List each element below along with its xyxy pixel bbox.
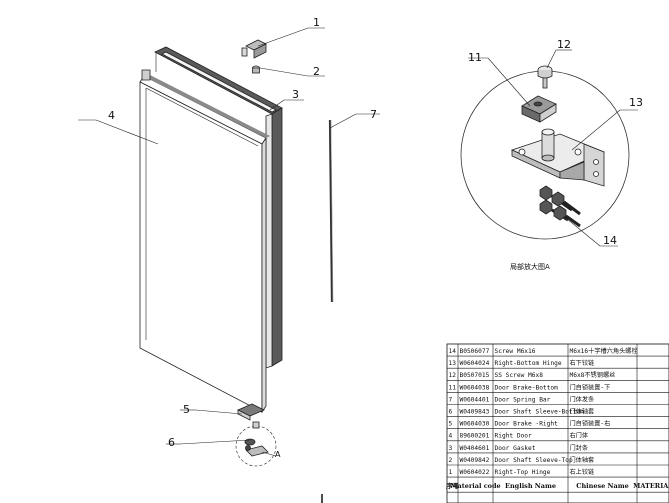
- ss-screw-m6x8: [537, 65, 553, 89]
- bom-cell-seq: 5: [449, 421, 453, 428]
- bom-cell-code: 89600201: [460, 433, 490, 440]
- detail-callout-13: 13: [629, 96, 643, 109]
- bom-cell-seq: 11: [449, 384, 457, 391]
- detail-callout-14: 14: [603, 234, 617, 247]
- callout-6: 6: [168, 436, 175, 449]
- detail-caption: 局部放大图A: [510, 262, 550, 271]
- bom-cell-seq: 7: [449, 396, 453, 403]
- top-shaft-sleeve: [252, 65, 260, 74]
- bom-header-1: Material code: [450, 482, 500, 490]
- bom-cell-code: W0604024: [460, 360, 490, 367]
- door-spring-bar: [328, 119, 334, 303]
- detail-callout-12: 12: [557, 38, 571, 51]
- bom-cell-cn: 门自锁装置-右: [570, 420, 611, 428]
- bom-cell-seq: 3: [449, 445, 453, 452]
- bom-cell-cn: 门体发条: [570, 395, 595, 403]
- bom-cell-code: W0604401: [460, 396, 490, 403]
- bom-cell-en: Door Brake-Bottom: [495, 384, 559, 391]
- screws-m6x16: [539, 185, 581, 228]
- bottom-hinge-detail-a: [235, 421, 277, 467]
- bom-cell-en: Door Shaft Sleeve-Bottom: [495, 409, 585, 416]
- bom-cell-cn: M6x16十字槽六角头螺栓: [570, 347, 638, 355]
- detail-callout-11: 11: [468, 51, 482, 64]
- bom-cell-seq: 12: [449, 372, 457, 379]
- bom-cell-code: B0506077: [460, 348, 490, 355]
- bom-cell-en: Right-Bottom Hinge: [495, 360, 562, 367]
- bom-header-4: MATERIAL: [633, 482, 669, 490]
- callout-7: 7: [370, 108, 377, 121]
- callout-1: 1: [313, 16, 320, 29]
- bom-cell-cn: 门自锁装置-下: [570, 383, 611, 391]
- detail-view-a: 11 12 13 14 局部放大图A: [460, 38, 643, 271]
- door-gasket: [154, 46, 283, 369]
- door-brake-right: [237, 403, 265, 421]
- bom-cell-code: W0604030: [460, 421, 490, 428]
- bom-cell-cn: 右上铰链: [570, 468, 596, 476]
- bom-cell-seq: 6: [449, 409, 453, 416]
- bom-cell-code: W0409842: [460, 457, 490, 464]
- bom-cell-code: W0604038: [460, 384, 490, 391]
- bom-header-0: 序号: [445, 481, 460, 490]
- bom-cell-en: Right Door: [495, 433, 533, 440]
- bom-cell-en: SS Screw M6x8: [495, 372, 544, 379]
- bom-cell-code: W0409843: [460, 409, 490, 416]
- door-assembly: [139, 39, 334, 467]
- bom-cell-en: Screw M6x16: [495, 348, 536, 355]
- right-door: [139, 69, 270, 414]
- bom-cell-cn: M6x8不锈钢螺丝: [570, 371, 616, 379]
- callout-a: A: [275, 450, 281, 459]
- bom-cell-seq: 14: [449, 348, 457, 355]
- bom-cell-cn: 门体轴套: [570, 456, 595, 464]
- callout-3: 3: [292, 88, 299, 101]
- bom-cell-seq: 13: [449, 360, 457, 367]
- top-hinge: [241, 39, 267, 59]
- bom-cell-en: Door Spring Bar: [495, 396, 551, 403]
- callout-4: 4: [108, 109, 115, 122]
- bom-cell-seq: 2: [449, 457, 453, 464]
- bom-cell-cn: 右门体: [570, 432, 589, 440]
- bom-cell-en: Right-Top Hinge: [495, 469, 551, 476]
- bom-cell-en: Door Brake -Right: [495, 421, 559, 428]
- right-bottom-hinge: [510, 128, 606, 187]
- bom-cell-seq: 1: [449, 469, 453, 476]
- bom-cell-code: B0507015: [460, 372, 490, 379]
- callouts: 1 2 3 4 5 6 7 A: [108, 16, 377, 459]
- bom-cell-cn: 门体轴套: [570, 408, 595, 416]
- bom-cell-code: W0404601: [460, 445, 490, 452]
- leader-lines: [78, 27, 380, 457]
- bom-cell-code: W0604022: [460, 469, 490, 476]
- door-brake-bottom: [521, 95, 557, 123]
- bom-cell-en: Door Gasket: [495, 445, 536, 452]
- callout-2: 2: [313, 65, 320, 78]
- bom-cell-en: Door Shaft Sleeve-Top: [495, 457, 574, 464]
- bom-header-2: English Name: [505, 482, 556, 490]
- bom-cell-cn: 右下铰链: [570, 359, 596, 367]
- callout-5: 5: [183, 403, 190, 416]
- bom-cell-cn: 门封条: [570, 444, 589, 452]
- bom-header-3: Chinese Name: [576, 482, 628, 490]
- bom-cell-seq: 4: [449, 433, 453, 440]
